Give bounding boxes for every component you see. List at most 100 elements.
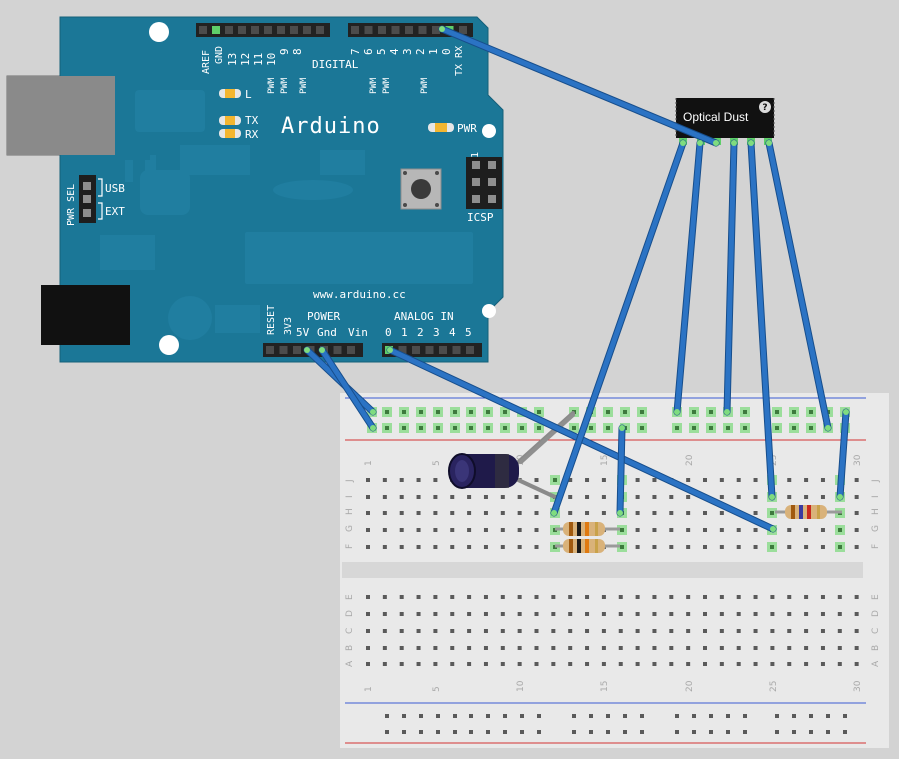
breadboard: 1 5 10 15 20 25 30 1 5 10 15 20 25 30 J … — [340, 393, 889, 748]
breadboard-hole — [568, 612, 573, 616]
breadboard-hole — [804, 612, 809, 616]
breadboard-hole — [820, 528, 825, 532]
breadboard-hole — [416, 612, 421, 616]
breadboard-hole — [787, 612, 792, 616]
header-pin — [466, 346, 474, 354]
breadboard-hole — [500, 495, 505, 499]
row-letter-c-left: C — [345, 628, 355, 634]
breadboard-hole — [719, 629, 724, 633]
breadboard-hole — [416, 662, 421, 666]
breadboard-hole — [453, 730, 457, 734]
header-pin — [264, 26, 272, 34]
connected-hole-pin — [692, 410, 696, 414]
breadboard-hole — [843, 714, 847, 718]
breadboard-hole — [382, 662, 387, 666]
breadboard-hole — [419, 714, 423, 718]
breadboard-hole — [537, 714, 541, 718]
header-pin — [459, 26, 467, 34]
breadboard-hole — [719, 595, 724, 599]
pin-5-label: 5 — [375, 48, 388, 55]
header-pin — [199, 26, 207, 34]
pin-6-label: 6 — [362, 48, 375, 55]
breadboard-hole — [483, 595, 488, 599]
breadboard-hole — [416, 629, 421, 633]
breadboard-hole — [500, 528, 505, 532]
breadboard-hole — [804, 478, 809, 482]
analog-pin-3-label: 3 — [433, 326, 440, 339]
pin-7-label: 7 — [349, 48, 362, 55]
header-pin — [277, 26, 285, 34]
breadboard-hole — [433, 495, 438, 499]
breadboard-hole — [669, 528, 674, 532]
breadboard-hole — [385, 730, 389, 734]
breadboard-hole — [669, 629, 674, 633]
breadboard-hole — [568, 595, 573, 599]
breadboard-hole — [618, 629, 623, 633]
connected-hole-pin — [620, 528, 624, 532]
col-num-25-top: 25 — [769, 455, 779, 466]
pwm-label-5: PWM — [382, 77, 392, 94]
mount-hole — [149, 22, 169, 42]
breadboard-hole — [792, 730, 796, 734]
breadboard-hole — [433, 528, 438, 532]
breadboard-hole — [589, 714, 593, 718]
breadboard-hole — [635, 612, 640, 616]
connected-hole-pin — [503, 410, 507, 414]
breadboard-hole — [726, 714, 730, 718]
connected-hole-pin — [726, 426, 730, 430]
connected-hole-pin — [436, 410, 440, 414]
breadboard-hole — [854, 495, 859, 499]
breadboard-hole — [483, 629, 488, 633]
breadboard-hole — [467, 545, 472, 549]
help-icon[interactable] — [759, 101, 771, 113]
breadboard-hole — [804, 629, 809, 633]
breadboard-hole — [775, 730, 779, 734]
breadboard-hole — [601, 629, 606, 633]
wire-end — [697, 140, 703, 146]
breadboard-hole — [719, 528, 724, 532]
breadboard-hole — [837, 629, 842, 633]
breadboard-hole — [854, 612, 859, 616]
breadboard-hole — [669, 511, 674, 515]
breadboard-hole — [433, 646, 438, 650]
wire-end — [619, 425, 625, 431]
wire-end — [319, 347, 325, 353]
breadboard-hole — [804, 545, 809, 549]
breadboard-hole — [652, 545, 657, 549]
connected-hole-pin — [606, 410, 610, 414]
breadboard-hole — [520, 730, 524, 734]
breadboard-hole — [366, 478, 370, 482]
ext-option-label: EXT — [105, 205, 125, 218]
row-letter-a-right: A — [871, 660, 881, 667]
wire-end — [766, 140, 772, 146]
breadboard-hole — [652, 595, 657, 599]
breadboard-hole — [382, 528, 387, 532]
pwr-sel-jumper[interactable] — [79, 175, 96, 223]
optical-dust-sensor: ? Optical Dust — [675, 98, 775, 145]
col-num-1-top: 1 — [364, 460, 374, 466]
connected-hole-pin — [503, 426, 507, 430]
breadboard-hole — [601, 495, 606, 499]
col-num-15-bottom: 15 — [600, 681, 610, 692]
analog-pin-2-label: 2 — [417, 326, 424, 339]
row-letter-j-right: J — [871, 479, 881, 483]
connected-hole-pin — [640, 410, 644, 414]
breadboard-hole — [366, 612, 370, 616]
breadboard-hole — [517, 511, 522, 515]
wire-end — [680, 140, 686, 146]
breadboard-hole — [450, 511, 455, 515]
breadboard-hole — [692, 730, 696, 734]
breadboard-hole — [618, 595, 623, 599]
header-pin — [378, 26, 386, 34]
header-pin — [238, 26, 246, 34]
breadboard-hole — [601, 646, 606, 650]
breadboard-hole — [436, 730, 440, 734]
col-num-30-bottom: 30 — [853, 680, 863, 692]
pin-12-label: 12 — [239, 53, 252, 66]
breadboard-hole — [517, 612, 522, 616]
breadboard-hole — [402, 730, 406, 734]
reset-button[interactable] — [400, 168, 442, 210]
breadboard-hole — [635, 511, 640, 515]
mount-hole — [482, 304, 496, 318]
header-pin — [266, 346, 274, 354]
